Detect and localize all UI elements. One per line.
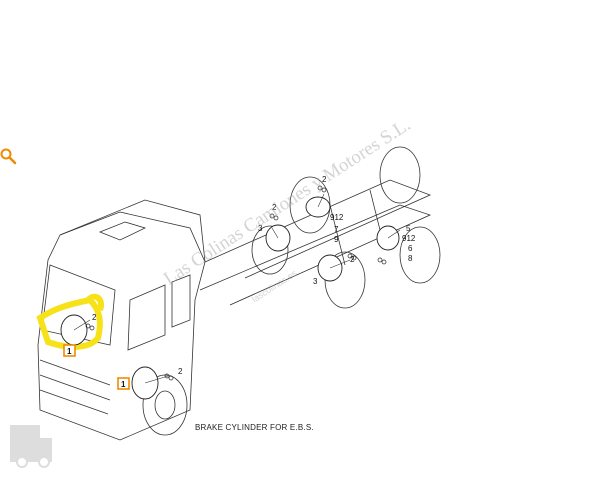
callout-rear-left-7: 7 [334,225,339,234]
callout-front-top-2: 2 [92,313,97,322]
callout-axle1-2: 2 [272,203,277,212]
truck-logo-icon [10,425,52,468]
callout-front-bottom-2: 2 [178,367,183,376]
callout-rear-mid-3: 3 [313,277,318,286]
badge-front-top[interactable] [63,344,76,357]
callout-axle1-3: 3 [258,224,263,233]
badge-front-top-label: 1 [67,347,72,356]
highlight-swoosh-top [85,293,104,312]
callout-rear-right-912: 912 [402,234,416,243]
leader-lines [73,193,401,384]
callout-rear-left-9: 9 [334,235,339,244]
magnifier-icon[interactable] [0,148,18,166]
callout-rear-left-912: 912 [330,213,344,222]
badge-front-bottom[interactable] [117,377,130,390]
callout-rear-right-5: 5 [406,224,411,233]
diagram-caption: BRAKE CYLINDER FOR E.B.S. [195,423,314,432]
callout-rear-left-2: 2 [322,175,327,184]
truck-outline [37,146,441,441]
connector-symbols [85,185,387,381]
callout-rear-right-8: 8 [408,254,413,263]
badge-front-bottom-label: 1 [121,380,126,389]
brake-cylinders [60,196,400,400]
callout-rear-right-6: 6 [408,244,413,253]
